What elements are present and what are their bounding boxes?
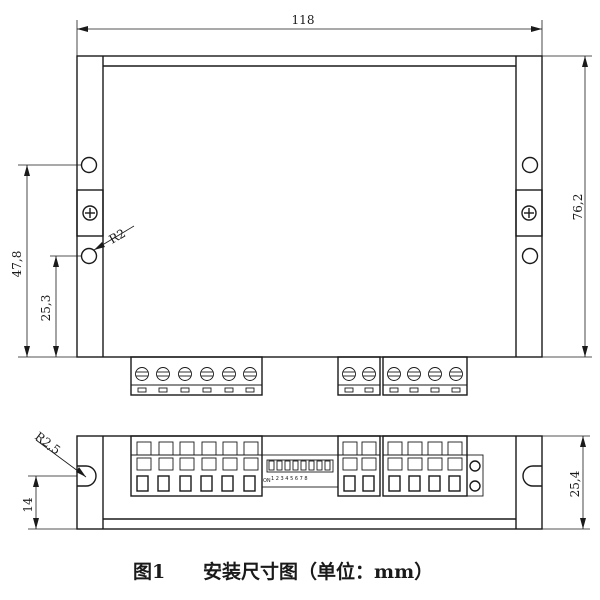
left-clamp-bracket	[76, 189, 104, 237]
radius-hole-label: R2	[107, 226, 128, 246]
dip-switch: ON 1 2 3 4 5 6 7 8	[261, 454, 339, 488]
indicator-leds	[466, 454, 484, 497]
right-clamp-bracket	[515, 189, 543, 237]
top-view-outline	[76, 55, 543, 358]
connector-right	[382, 435, 468, 497]
mount-slot-icon	[77, 465, 97, 487]
dip-switch-on-label: ON	[263, 478, 271, 484]
dimension-height-right: 76,2	[542, 55, 592, 358]
connector-middle	[337, 435, 381, 497]
side-view: ON 1 2 3 4 5 6 7 8	[21, 429, 590, 530]
mount-hole-icon	[80, 156, 98, 174]
dimension-height-right-label: 76,2	[571, 194, 585, 221]
dimension-width-label: 118	[292, 13, 315, 27]
screw-icon	[82, 205, 98, 221]
screw-icon	[521, 205, 537, 221]
dimension-left-outer: 47,8	[10, 164, 82, 358]
terminal-block-middle	[337, 356, 381, 396]
top-view: 118 76,2 47,8 25,3	[10, 13, 592, 396]
radius-slot-label: R2,5	[32, 429, 63, 457]
figure-title: 安装尺寸图（单位：mm）	[203, 560, 433, 583]
radius-hole-callout: R2	[93, 225, 135, 251]
led-icon	[469, 480, 481, 492]
mount-hole-icon	[521, 247, 539, 265]
side-view-outline	[76, 435, 543, 530]
dimension-left-outer-label: 47,8	[10, 251, 24, 278]
figure-label: 图1	[133, 561, 165, 583]
dimension-left-inner: 25,3	[39, 255, 82, 357]
terminal-block-left	[130, 356, 263, 396]
mount-slot-icon	[522, 465, 542, 487]
connector-left	[130, 435, 263, 497]
mount-hole-icon	[80, 247, 98, 265]
figure-caption: 图1 安装尺寸图（单位：mm）	[133, 560, 433, 583]
mount-hole-icon	[521, 156, 539, 174]
terminal-block-right	[382, 356, 468, 396]
dimension-side-right-label: 25,4	[568, 470, 582, 497]
dimension-width: 118	[76, 13, 543, 56]
led-icon	[469, 460, 481, 472]
dip-switch-numbers: 1 2 3 4 5 6 7 8	[271, 476, 308, 482]
dimension-side-left-label: 14	[21, 497, 35, 513]
dimension-left-inner-label: 25,3	[39, 295, 53, 322]
dimension-side-right: 25,4	[542, 435, 590, 530]
dimension-side-left: 14	[21, 475, 77, 530]
